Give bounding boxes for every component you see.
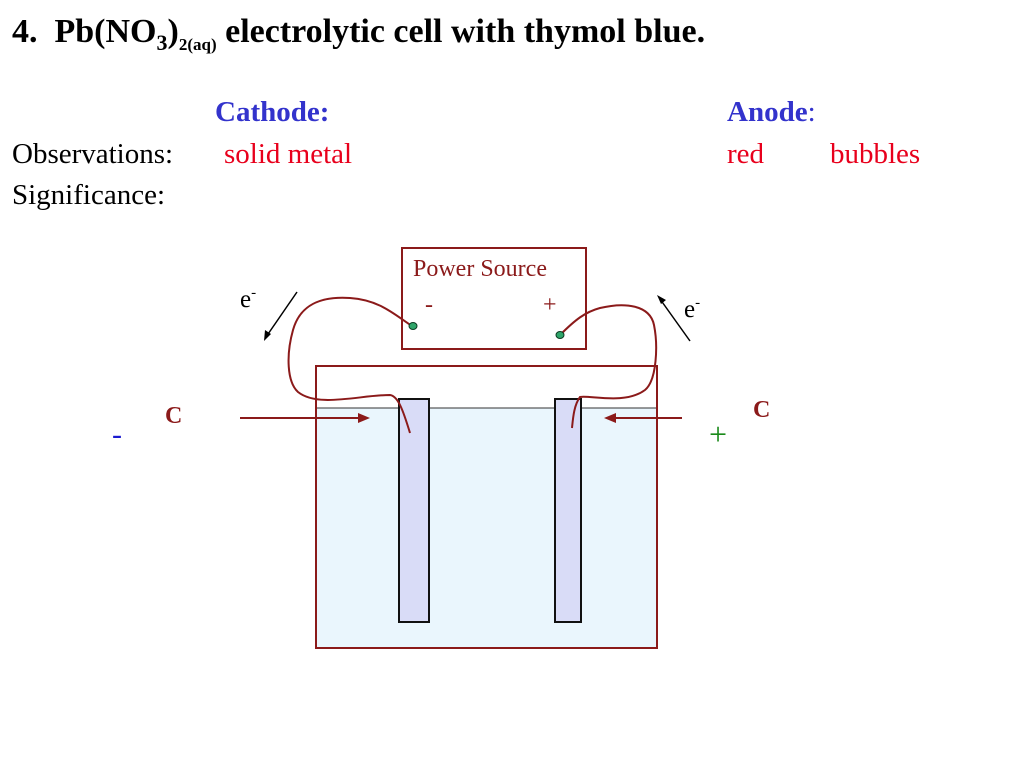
anode-pointer-arrowhead [604,413,616,423]
item-number: 4. [12,13,38,50]
electron-right-charge: - [695,295,701,311]
anode-header-text: Anode [727,96,808,128]
subscript-3: 3 [156,30,168,55]
cathode-pointer-arrowhead [358,413,370,423]
power-source-positive-sign: + [543,292,557,318]
observations-label: Observations: [12,138,174,170]
right-electrode-label: C [753,397,771,423]
electron-right-symbol: e [684,296,696,323]
anode-polarity-sign: + [709,416,728,452]
electron-label-right: e- [684,296,700,324]
electron-left-charge: - [251,285,257,301]
power-source-box [401,247,587,350]
anode-electrode [554,398,582,623]
electron-arrowhead-right [657,295,666,304]
page-title: 4. Pb(NO3)2(aq) electrolytic cell with t… [12,10,705,54]
formula-close-paren: ) [167,13,179,50]
cathode-polarity-sign: - [112,418,122,451]
power-source-negative-sign: - [425,292,433,318]
electron-arrow-right [659,298,691,342]
anode-wire [559,304,658,429]
electron-arrowhead-left [264,330,271,341]
cathode-electrode [398,398,430,623]
significance-label: Significance: [12,179,166,211]
solution [317,408,656,647]
positive-terminal [555,331,565,339]
anode-header-colon: : [807,96,816,128]
electron-label-left: e- [240,286,256,314]
electron-left-symbol: e [240,286,252,313]
beaker [315,365,658,649]
cathode-wire [287,296,413,434]
anode-header: Anode: [727,96,816,129]
left-electrode-label: C [165,403,183,429]
power-source-label: Power Source [413,256,547,282]
title-rest: electrolytic cell with thymol blue. [225,13,706,50]
cathode-observation: solid metal [224,138,353,170]
formula-part: Pb(NO [54,13,157,50]
cathode-header: Cathode: [215,96,330,128]
subscript-2aq: 2(aq) [178,35,217,54]
anode-observation-bubbles: bubbles [830,138,921,170]
anode-observation-red: red [727,138,765,170]
electron-arrow-left [265,291,298,338]
negative-terminal [408,322,418,330]
